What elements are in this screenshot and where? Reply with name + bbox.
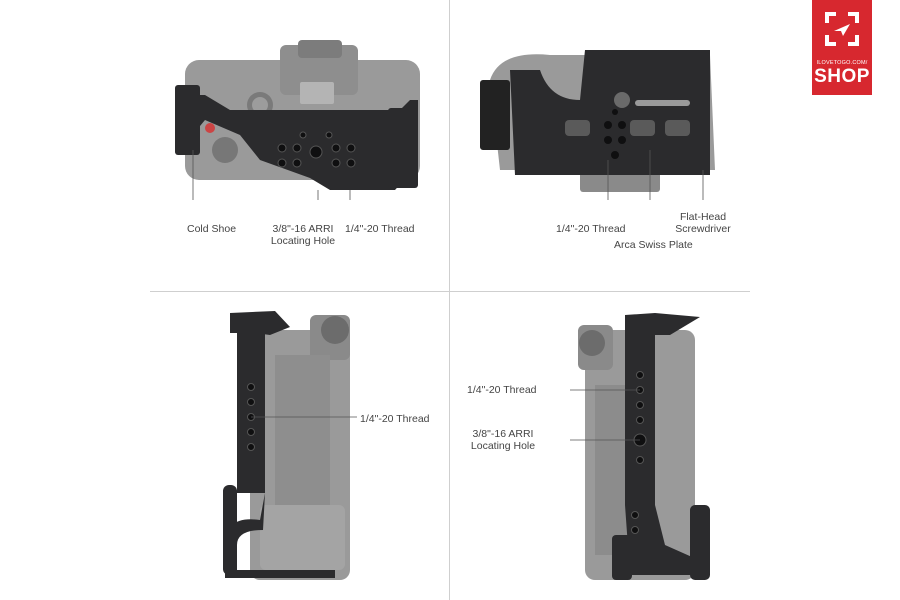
shop-logo[interactable]: ILOVETOGO.COM/ SHOP bbox=[812, 0, 872, 95]
horizontal-divider-right bbox=[450, 291, 750, 292]
label-screwdriver-line2: Screwdriver bbox=[675, 223, 731, 235]
label-thread-right-side: 1/4"-20 Thread bbox=[467, 384, 537, 396]
vertical-divider bbox=[449, 0, 450, 600]
logo-tagline: ILOVETOGO.COM/ bbox=[816, 60, 868, 66]
label-thread: 1/4"-20 Thread bbox=[345, 223, 415, 235]
label-thread-left-side: 1/4"-20 Thread bbox=[360, 413, 430, 425]
label-arca-swiss-plate: Arca Swiss Plate bbox=[614, 239, 693, 251]
bottom-view-image bbox=[480, 50, 715, 200]
label-screwdriver-line1: Flat-Head bbox=[679, 211, 727, 223]
label-thread-bottom-view: 1/4"-20 Thread bbox=[556, 223, 626, 235]
logo-frame-icon bbox=[825, 12, 859, 46]
left-side-view-image bbox=[223, 311, 357, 580]
top-view-image bbox=[175, 40, 420, 200]
horizontal-divider-left bbox=[150, 291, 449, 292]
right-side-view-image bbox=[570, 313, 710, 580]
logo-wordmark: SHOP bbox=[814, 66, 870, 87]
label-cold-shoe: Cold Shoe bbox=[187, 223, 237, 235]
label-arri-line1: 3/8"-16 ARRI bbox=[272, 223, 334, 235]
label-arri-line1-right-side: 3/8"-16 ARRI bbox=[472, 428, 534, 440]
label-screwdriver: Flat-Head Screwdriver bbox=[670, 211, 736, 235]
label-arri-line2-right-side: Locating Hole bbox=[470, 440, 536, 452]
label-arri-hole-right-side: 3/8"-16 ARRI Locating Hole bbox=[468, 428, 538, 452]
label-arri-hole: 3/8"-16 ARRI Locating Hole bbox=[268, 223, 338, 247]
label-arri-line2: Locating Hole bbox=[270, 235, 336, 247]
